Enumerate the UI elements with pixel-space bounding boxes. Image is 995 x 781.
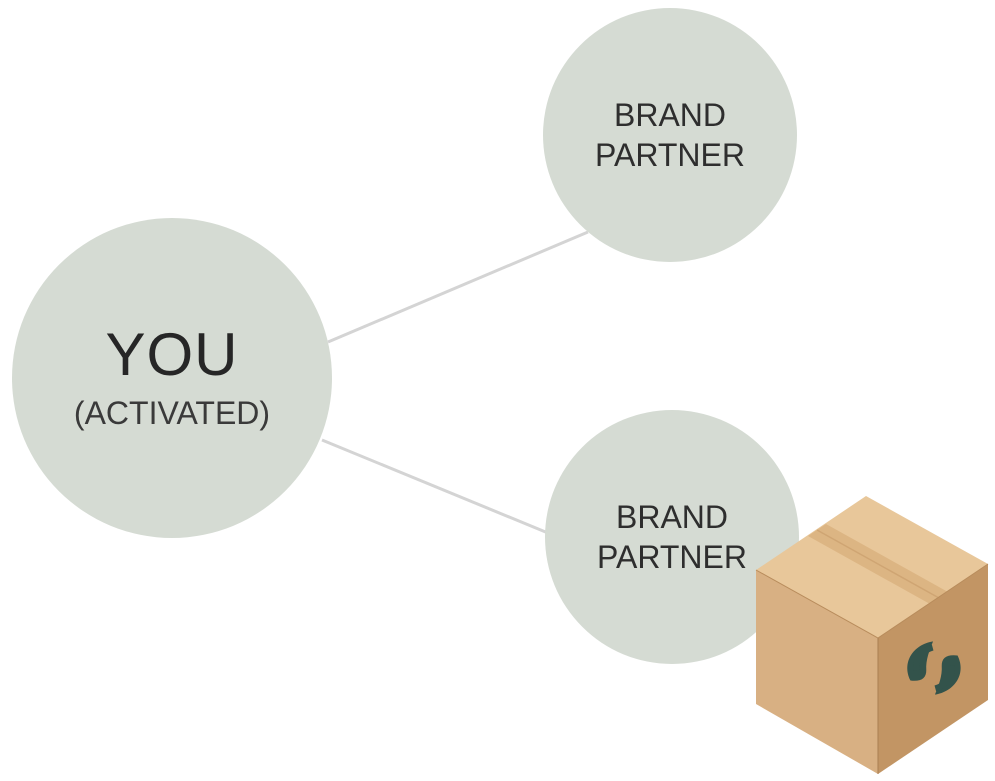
shipping-box-icon [748,492,994,776]
connector-bottom [321,438,549,535]
brand-partner-node-top: BRAND PARTNER [543,8,797,262]
partner-top-line2: PARTNER [595,137,745,173]
partner-top-line1: BRAND [613,97,726,133]
partner-bottom-line2: PARTNER [597,539,747,575]
connector-top [327,230,589,344]
you-subtitle: (ACTIVATED) [73,395,271,431]
partner-bottom-line1: BRAND [615,499,728,535]
you-node: YOU (ACTIVATED) [12,218,332,538]
you-title: YOU [105,321,239,388]
recycle-leaf-logo-icon [907,641,961,695]
brand-partner-node-bottom: BRAND PARTNER [545,410,799,664]
